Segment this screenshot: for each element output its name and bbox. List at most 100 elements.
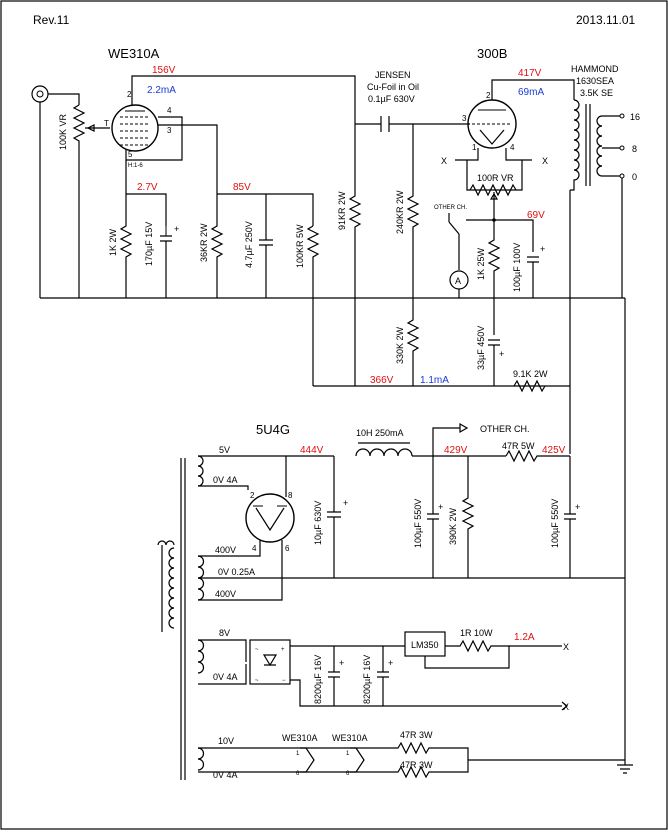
dc-minus-x-label: X: [563, 702, 569, 712]
voltage-425: 425V: [542, 445, 566, 456]
ot-core: [585, 104, 591, 186]
choke-label: 10H 250mA: [356, 428, 404, 438]
date-label: 2013.11.01: [576, 13, 635, 27]
ot-secondary: [596, 115, 603, 177]
5u4g-filament: [255, 507, 285, 532]
c-filter2-plus: +: [438, 502, 443, 512]
r-screen2-label: 100KR 5W: [295, 224, 305, 268]
pin-2c-label: 2: [250, 491, 255, 500]
r-series: [505, 449, 570, 463]
300b-plate-wire: [491, 79, 575, 100]
volume-pot[interactable]: [72, 104, 86, 298]
current-1-1ma: 1.1mA: [420, 375, 449, 386]
r-heat2: [350, 759, 625, 779]
r-screen-label: 36KR 2W: [199, 223, 209, 262]
cathode2-node: [493, 205, 534, 252]
c-filter2-label: 100µF 550V: [413, 499, 423, 548]
pot-wiper-arrow: [86, 124, 95, 132]
coupling-cap-type: Cu-Foil in Oil: [367, 82, 419, 92]
winding-8v: [197, 639, 205, 674]
earth-symbol: [617, 764, 633, 774]
c-dc1: [328, 646, 340, 706]
dc-plus-x-label: X: [563, 642, 569, 652]
r-screen2: [306, 225, 320, 386]
output-tube-title: 300B: [477, 46, 507, 61]
driver-plate-wire: [131, 75, 356, 124]
r-bleed-label: 390K 2W: [448, 507, 458, 545]
heater2: [300, 747, 365, 773]
other-ch-label-2: OTHER CH.: [480, 424, 530, 434]
r-plate1-label: 91KR 2W: [337, 191, 347, 230]
10v-wires: [198, 747, 300, 773]
ot-taps: [602, 115, 620, 177]
c-dc1-plus: +: [339, 658, 344, 668]
hum-pot-arrow: [489, 192, 499, 200]
ot-spec: 3.5K SE: [580, 88, 613, 98]
tap-16-label: 16: [630, 112, 640, 122]
voltage-156: 156V: [152, 65, 176, 76]
r-series-label: 47R 5W: [502, 441, 535, 451]
pin-2-label: 2: [127, 90, 132, 99]
ot-brand: HAMMOND: [571, 64, 619, 74]
r-grid2-label: 240KR 2W: [395, 190, 405, 234]
lm350-label: LM350: [411, 640, 439, 650]
r-grid2: [406, 124, 420, 298]
c-screen: [259, 194, 273, 298]
tap-0[interactable]: [619, 173, 625, 179]
bridge-diode-symbol: [262, 654, 278, 667]
r-div-label: 330K 2W: [395, 326, 405, 364]
c-filter3-label: 100µF 550V: [550, 499, 560, 548]
r-div: [406, 298, 420, 386]
winding-0v4a-label: 0V 4A: [213, 475, 238, 485]
dc-minus-x: [561, 701, 568, 711]
r-reg: [424, 639, 510, 669]
pin-4c-label: 4: [252, 544, 257, 553]
c-dc1-label: 8200µF 16V: [313, 655, 323, 704]
cathode-node-wire: [126, 193, 167, 226]
h1-pin6: 6: [296, 771, 300, 777]
bridge-ac2: ~: [255, 678, 259, 684]
r-bleed: [461, 456, 475, 578]
winding-0v4a-c-label: 0V 4A: [213, 770, 238, 780]
fil-right-wire: [505, 148, 532, 161]
c-filter3-plus: +: [575, 502, 580, 512]
other-ch-label: OTHER CH.: [434, 205, 467, 211]
mains-lead: [157, 540, 175, 632]
tap-16[interactable]: [619, 113, 625, 119]
voltage-366: 366V: [370, 375, 394, 386]
r-screen: [210, 194, 224, 298]
c-dc2: [377, 646, 389, 706]
tap-8[interactable]: [619, 145, 625, 151]
r-heat1: [350, 741, 469, 760]
revision-label: Rev.11: [33, 13, 70, 27]
hum-pot-frame: [466, 160, 523, 191]
other-ch-switch[interactable]: [448, 213, 494, 235]
winding-0v4a-b-label: 0V 4A: [213, 672, 238, 682]
r-cathode1: [119, 194, 133, 298]
choke: [355, 448, 413, 457]
voltage-2-7: 2.7V: [137, 182, 158, 193]
winding-0v025a: 0V 0.25A: [218, 567, 255, 577]
fil-left-wire: [455, 148, 479, 161]
ot-primary: [570, 99, 580, 191]
bridge-ac1: ~: [255, 647, 259, 653]
hum-pot-label: 100R VR: [477, 173, 514, 183]
c-filter1: [488, 298, 500, 386]
pin-t-label: T: [104, 119, 109, 128]
current-2-2ma: 2.2mA: [147, 85, 176, 96]
5u4g-anode2: [198, 540, 283, 601]
input-jack-center: [36, 90, 44, 98]
r-cathode1-label: 1K 2W: [108, 228, 118, 256]
c-dc2-plus: +: [388, 658, 393, 668]
voltage-85: 85V: [233, 182, 251, 193]
pin-3-label: 3: [167, 126, 172, 135]
winding-10v: [197, 747, 205, 771]
tap-0-label: 0: [632, 172, 637, 182]
c-cathode1-label: 170µF 15V: [144, 222, 154, 266]
power-transformer-core: [180, 458, 186, 780]
r-heat2-label: 47R 3W: [400, 760, 433, 770]
input-jack[interactable]: [31, 85, 49, 103]
winding-8v-label: 8V: [219, 628, 230, 638]
